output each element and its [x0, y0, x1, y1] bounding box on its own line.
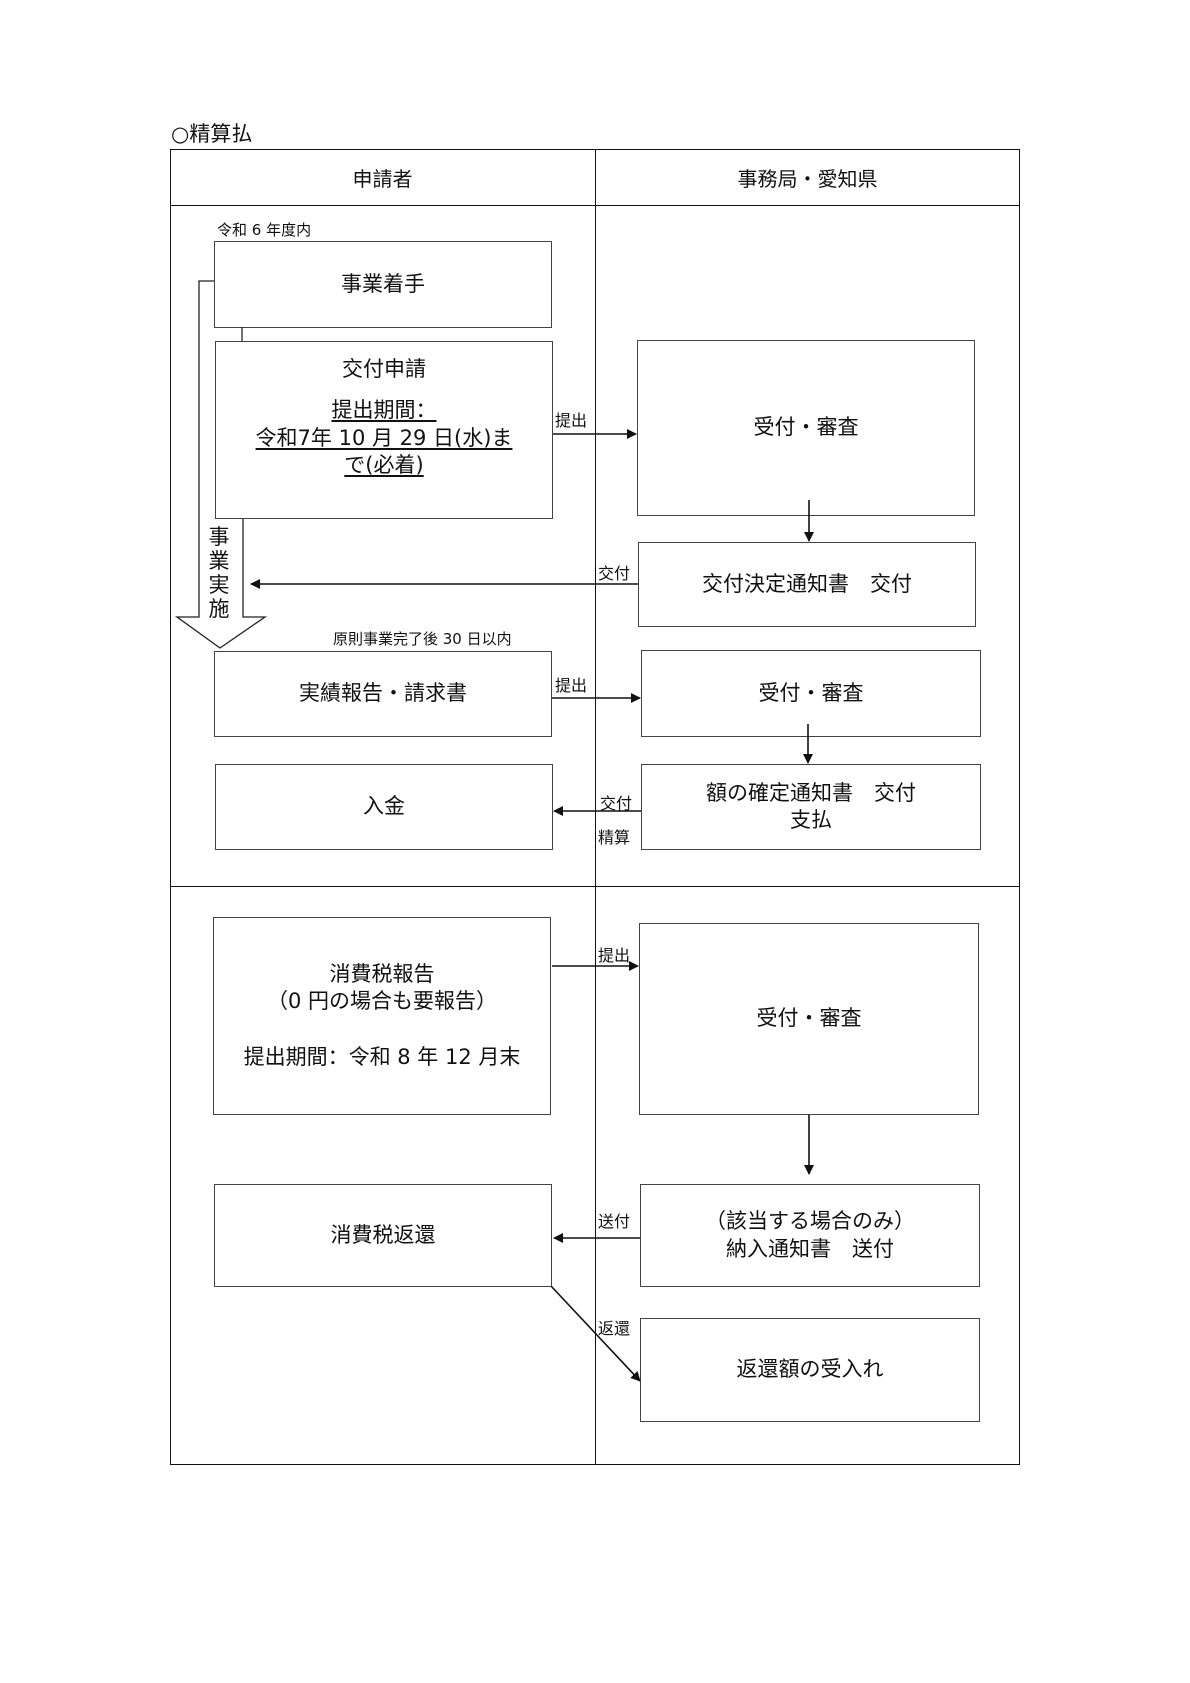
- box-amount-notice: 額の確定通知書 交付 支払: [641, 764, 981, 850]
- lane-header-applicant: 申請者: [352, 167, 413, 191]
- label-issue-1: 交付: [598, 564, 631, 583]
- vertical-char: 施: [208, 597, 230, 621]
- application-period-line1: 令和7年 10 月 29 日(水)ま: [255, 425, 513, 450]
- report-deadline-note: 原則事業完了後 30 日以内: [333, 630, 512, 648]
- box-payment-received-label: 入金: [363, 794, 405, 819]
- payment-notice-line2: 納入通知書 送付: [726, 1236, 894, 1261]
- box-performance-report-label: 実績報告・請求書: [299, 681, 467, 706]
- label-send: 送付: [598, 1212, 631, 1231]
- label-issue-2: 交付: [600, 794, 633, 813]
- box-review-3: 受付・審査: [639, 923, 979, 1115]
- box-refund-receipt-label: 返還額の受入れ: [736, 1357, 884, 1382]
- box-review-3-label: 受付・審査: [756, 1006, 862, 1031]
- box-payment-received: 入金: [215, 764, 553, 850]
- box-review-1: 受付・審査: [637, 340, 975, 516]
- box-performance-report: 実績報告・請求書: [214, 651, 552, 737]
- vertical-char: 実: [208, 573, 230, 597]
- box-project-start-label: 事業着手: [341, 271, 425, 296]
- tax-report-period: 提出期間：令和 8 年 12 月末: [243, 1044, 521, 1069]
- box-payment-notice: （該当する場合のみ） 納入通知書 送付: [640, 1184, 980, 1287]
- box-project-start: 事業着手: [214, 241, 552, 328]
- payment-notice-line1: （該当する場合のみ）: [705, 1209, 915, 1234]
- box-review-2-label: 受付・審査: [758, 680, 864, 705]
- label-submit-1: 提出: [555, 411, 588, 430]
- box-refund-receipt: 返還額の受入れ: [640, 1318, 980, 1422]
- vertical-char: 事: [208, 525, 230, 549]
- label-refund: 返還: [598, 1319, 631, 1338]
- box-tax-report: 消費税報告 （0 円の場合も要報告） 提出期間：令和 8 年 12 月末: [213, 917, 551, 1115]
- application-period-label: 提出期間：: [331, 398, 437, 423]
- box-grant-application: 交付申請 提出期間： 令和7年 10 月 29 日(水)ま で(必着): [215, 341, 553, 519]
- label-submit-2: 提出: [555, 676, 588, 695]
- lane-divider: [595, 149, 596, 1465]
- diagram-title: ○精算払: [171, 122, 253, 146]
- fiscal-year-note: 令和 6 年度内: [217, 221, 312, 239]
- amount-notice-line1: 額の確定通知書 交付: [706, 780, 916, 805]
- box-tax-refund-label: 消費税返還: [330, 1222, 436, 1247]
- label-settle: 精算: [598, 828, 631, 847]
- amount-notice-line2: 支払: [790, 808, 832, 832]
- box-review-2: 受付・審査: [641, 650, 981, 737]
- project-implementation-label: 事 業 実 施: [207, 525, 231, 621]
- vertical-char: 業: [208, 549, 230, 573]
- box-decision-notice: 交付決定通知書 交付: [638, 542, 976, 627]
- tax-report-line2: （0 円の場合も要報告）: [266, 989, 498, 1014]
- application-title: 交付申請: [342, 357, 426, 381]
- box-tax-refund: 消費税返還: [214, 1184, 552, 1287]
- lane-header-office: 事務局・愛知県: [737, 167, 878, 191]
- box-review-1-label: 受付・審査: [753, 415, 859, 440]
- tax-report-line1: 消費税報告: [329, 962, 435, 987]
- box-decision-notice-label: 交付決定通知書 交付: [702, 571, 912, 596]
- application-period-line2: で(必着): [344, 452, 424, 477]
- label-submit-3: 提出: [598, 946, 631, 965]
